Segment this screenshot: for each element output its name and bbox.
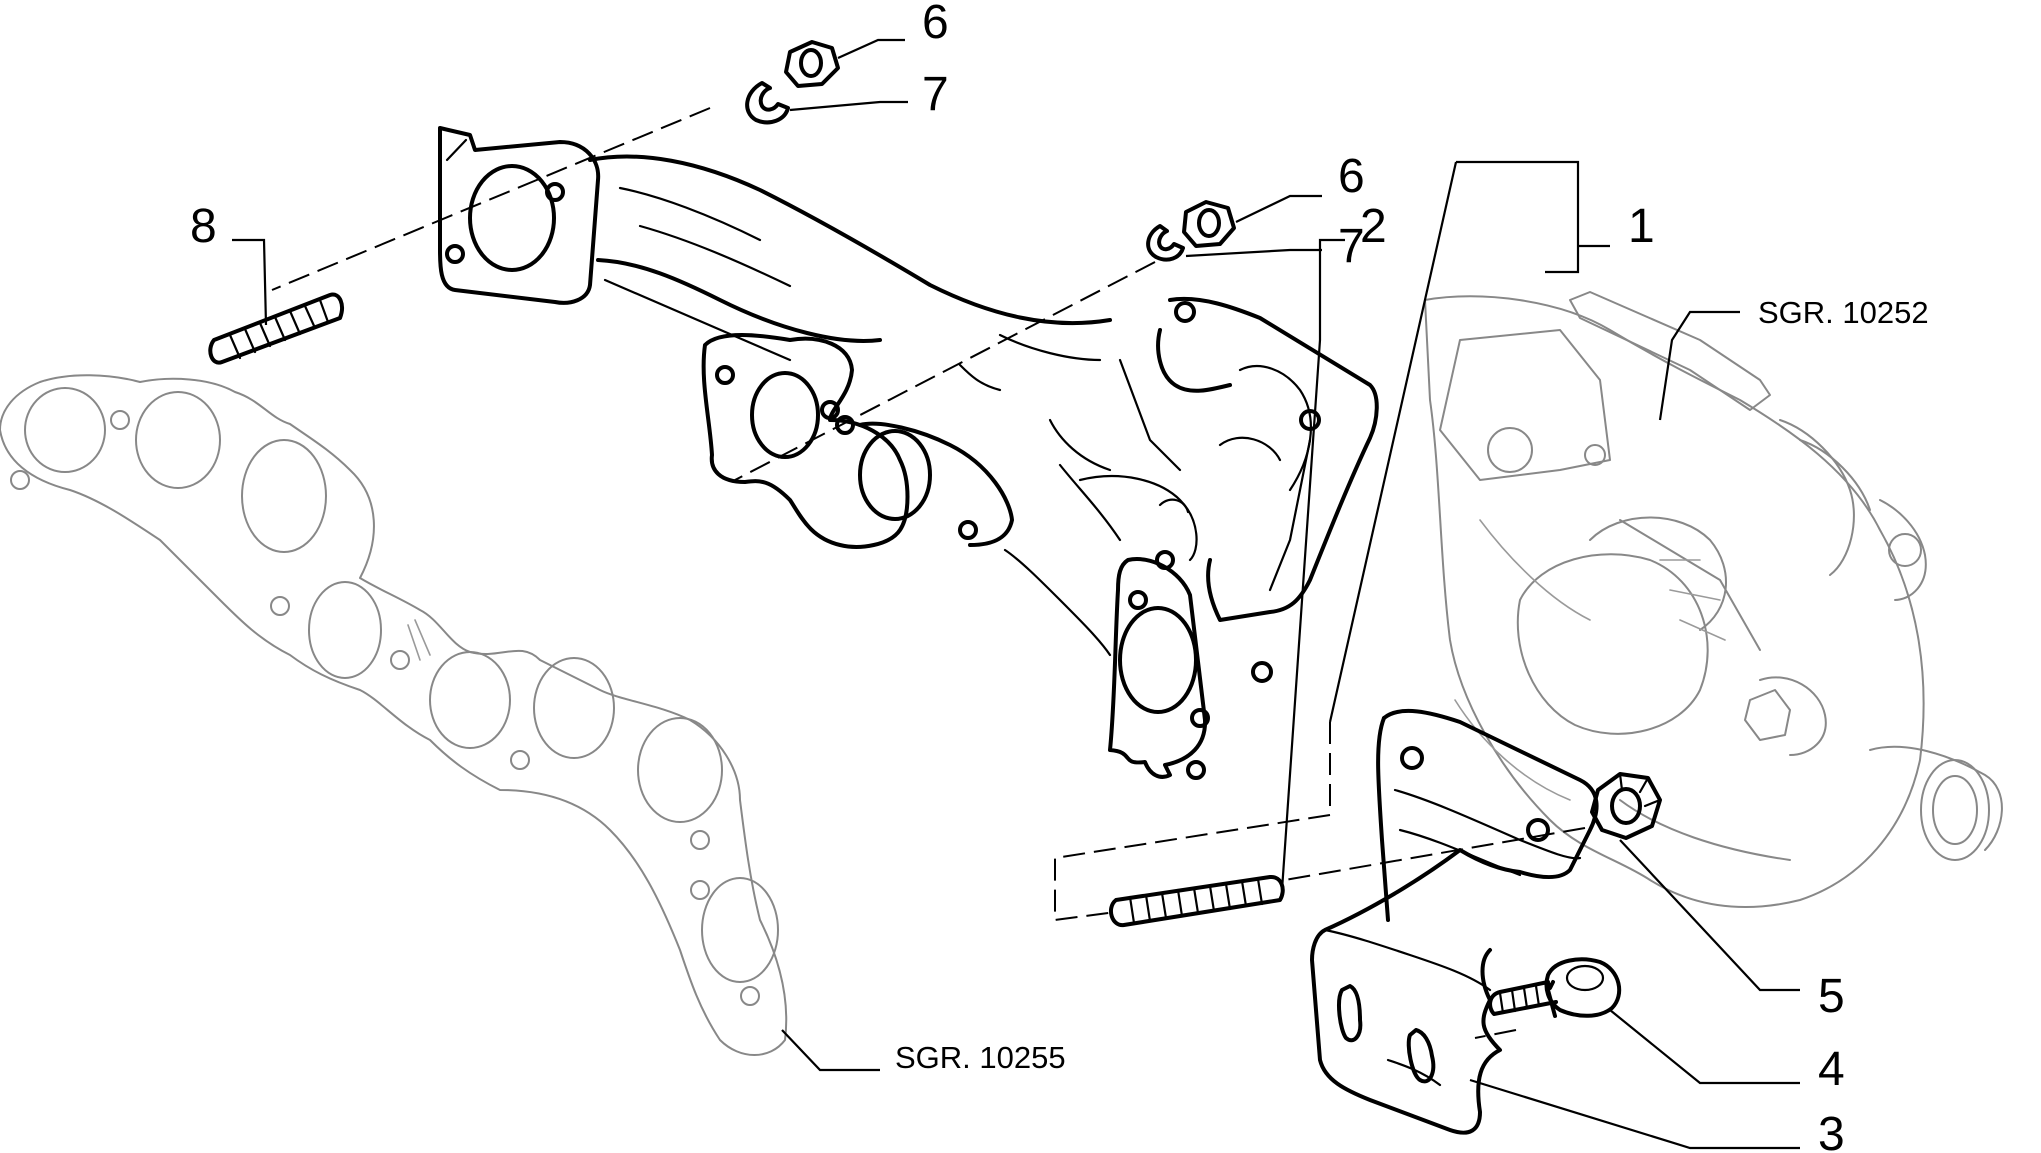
exhaust-manifold (438, 126, 1379, 780)
callout-4: 4 (1818, 1043, 1845, 1096)
callout-8: 8 (190, 200, 217, 253)
manifold-gasket-ghost (0, 374, 788, 1056)
nut-5 (1590, 772, 1662, 840)
callout-3: 3 (1818, 1108, 1845, 1153)
turbocharger-ghost (1424, 291, 2003, 909)
upper-nut (784, 40, 840, 88)
bracket-3 (1310, 708, 1599, 1135)
callout-5: 5 (1818, 970, 1845, 1023)
leader-lines (232, 38, 1800, 1150)
assembly-lines (271, 107, 1586, 1039)
reference-label-turbocharger: SGR. 10252 (1758, 295, 1929, 330)
upper-washer (745, 81, 790, 125)
stud-2 (1108, 875, 1285, 928)
bolt-4 (1488, 957, 1622, 1018)
callout-7-upper: 7 (922, 68, 949, 121)
reference-label-gasket: SGR. 10255 (895, 1040, 1066, 1075)
middle-washer (1146, 224, 1185, 262)
middle-nut (1182, 200, 1236, 248)
callout-1: 1 (1628, 200, 1655, 253)
callout-6-upper: 6 (922, 0, 949, 49)
callout-6-middle: 6 (1338, 150, 1365, 203)
callout-2: 2 (1360, 200, 1387, 253)
callout-7-middle: 7 (1338, 220, 1365, 273)
stud-8 (208, 292, 344, 365)
